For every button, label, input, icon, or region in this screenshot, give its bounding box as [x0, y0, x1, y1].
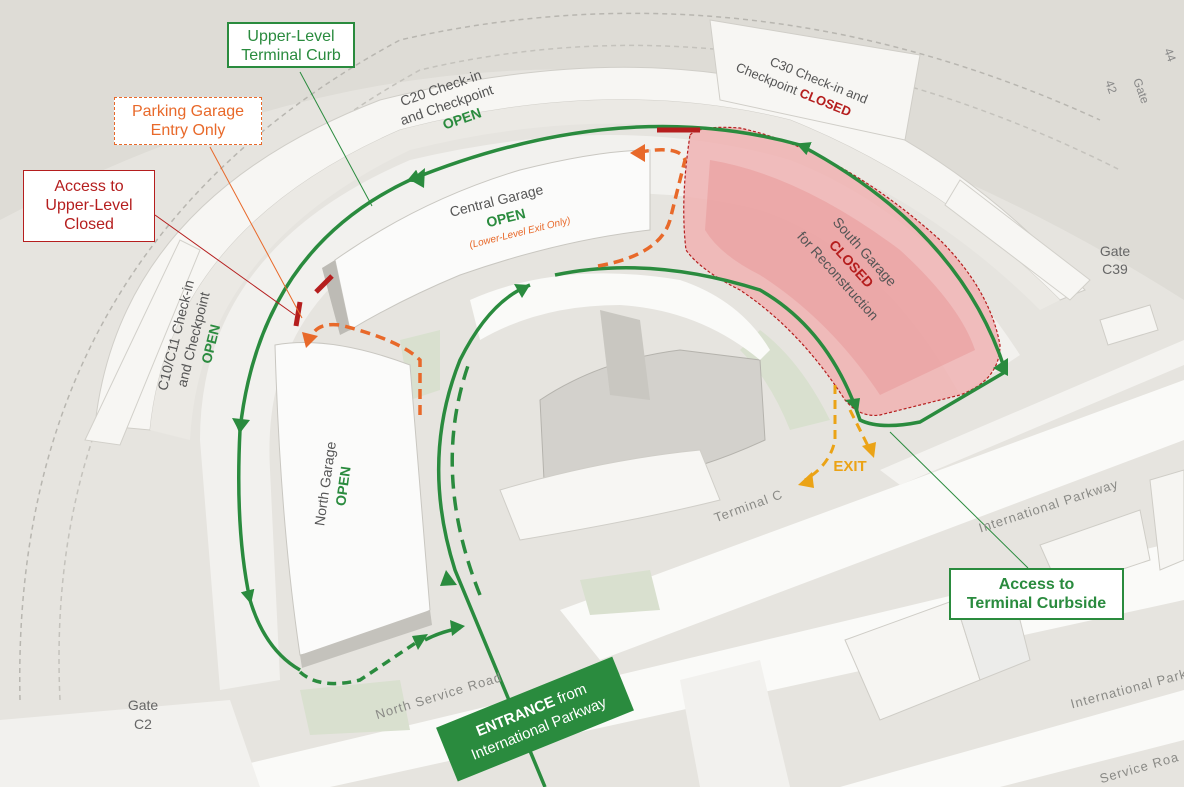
route-arrow: [845, 398, 860, 412]
route-arrow: [232, 418, 250, 433]
pier: [84, 239, 201, 446]
route-inner-left: [450, 359, 482, 596]
north-garage-building: [274, 342, 431, 656]
route-curbside: [554, 266, 1006, 428]
gate-42-label: 42: [1102, 78, 1120, 96]
callout-curbside-line1: Access to: [998, 576, 1075, 593]
building: [709, 19, 921, 141]
route-arrow: [412, 634, 428, 650]
route-arrow: [514, 284, 530, 298]
building: [1149, 469, 1184, 571]
callout-curbside-line2: Terminal Curbside: [966, 595, 1107, 612]
route-exit: [804, 385, 837, 482]
leader-upper-closed: [154, 214, 296, 316]
route-arrow: [630, 144, 645, 162]
route-north-loop: [298, 638, 421, 686]
callout-upper-closed-line2: Upper-Level: [45, 197, 133, 214]
building: [1099, 304, 1159, 346]
callout-garage-entry: Parking Garage Entry Only: [114, 97, 262, 145]
leader-garage-entry: [209, 146, 303, 319]
north-garage-status: OPEN: [332, 465, 353, 507]
leader-upper-curb: [299, 71, 373, 207]
gate-c2-line2: C2: [134, 716, 152, 732]
road-service: [840, 690, 1184, 787]
green-area: [300, 680, 410, 735]
callout-upper-curb-line2: Terminal Curb: [241, 47, 341, 64]
gate-c39-line1: Gate: [1100, 243, 1131, 259]
route-exit: [848, 409, 872, 451]
callout-garage-entry-line2: Entry Only: [150, 122, 226, 139]
building: [0, 700, 260, 787]
callout-garage-entry-line1: Parking Garage: [131, 103, 245, 120]
leader-curbside: [889, 431, 1029, 569]
route-upper-curb: [233, 124, 1007, 672]
callout-upper-closed-line1: Access to: [54, 178, 124, 195]
taxi-line: [58, 44, 1121, 701]
building: [680, 660, 790, 787]
route-garage-entry-north: [308, 322, 422, 415]
exit-label: EXIT: [833, 458, 866, 475]
route-arrow: [450, 620, 465, 636]
north-garage-edge: [300, 610, 432, 668]
callout-upper-curb-line1: Upper-Level: [247, 28, 335, 45]
taxi-line: [19, 12, 1101, 701]
callout-curbside: Access to Terminal Curbside: [949, 568, 1124, 620]
callout-upper-curb: Upper-Level Terminal Curb: [227, 22, 355, 68]
route-arrow: [410, 168, 425, 188]
route-garage-entry-central: [597, 148, 687, 268]
gate-c2-line1: Gate: [128, 697, 159, 713]
gate-c39-line2: C39: [1102, 261, 1128, 277]
callout-upper-closed: Access to Upper-Level Closed: [23, 170, 155, 242]
closure-bar-upper: [314, 274, 334, 294]
route-arrow: [302, 332, 318, 348]
callout-upper-closed-line3: Closed: [64, 216, 114, 233]
route-arrow: [440, 570, 457, 586]
closure-bar-upper: [293, 301, 303, 327]
gate-44-label: 44: [1161, 46, 1179, 64]
road-parkway-upper: [880, 340, 1184, 485]
route-arrow: [862, 442, 876, 458]
route-arrow: [798, 472, 814, 488]
route-entrance: [436, 283, 547, 787]
pier: [944, 179, 1091, 301]
